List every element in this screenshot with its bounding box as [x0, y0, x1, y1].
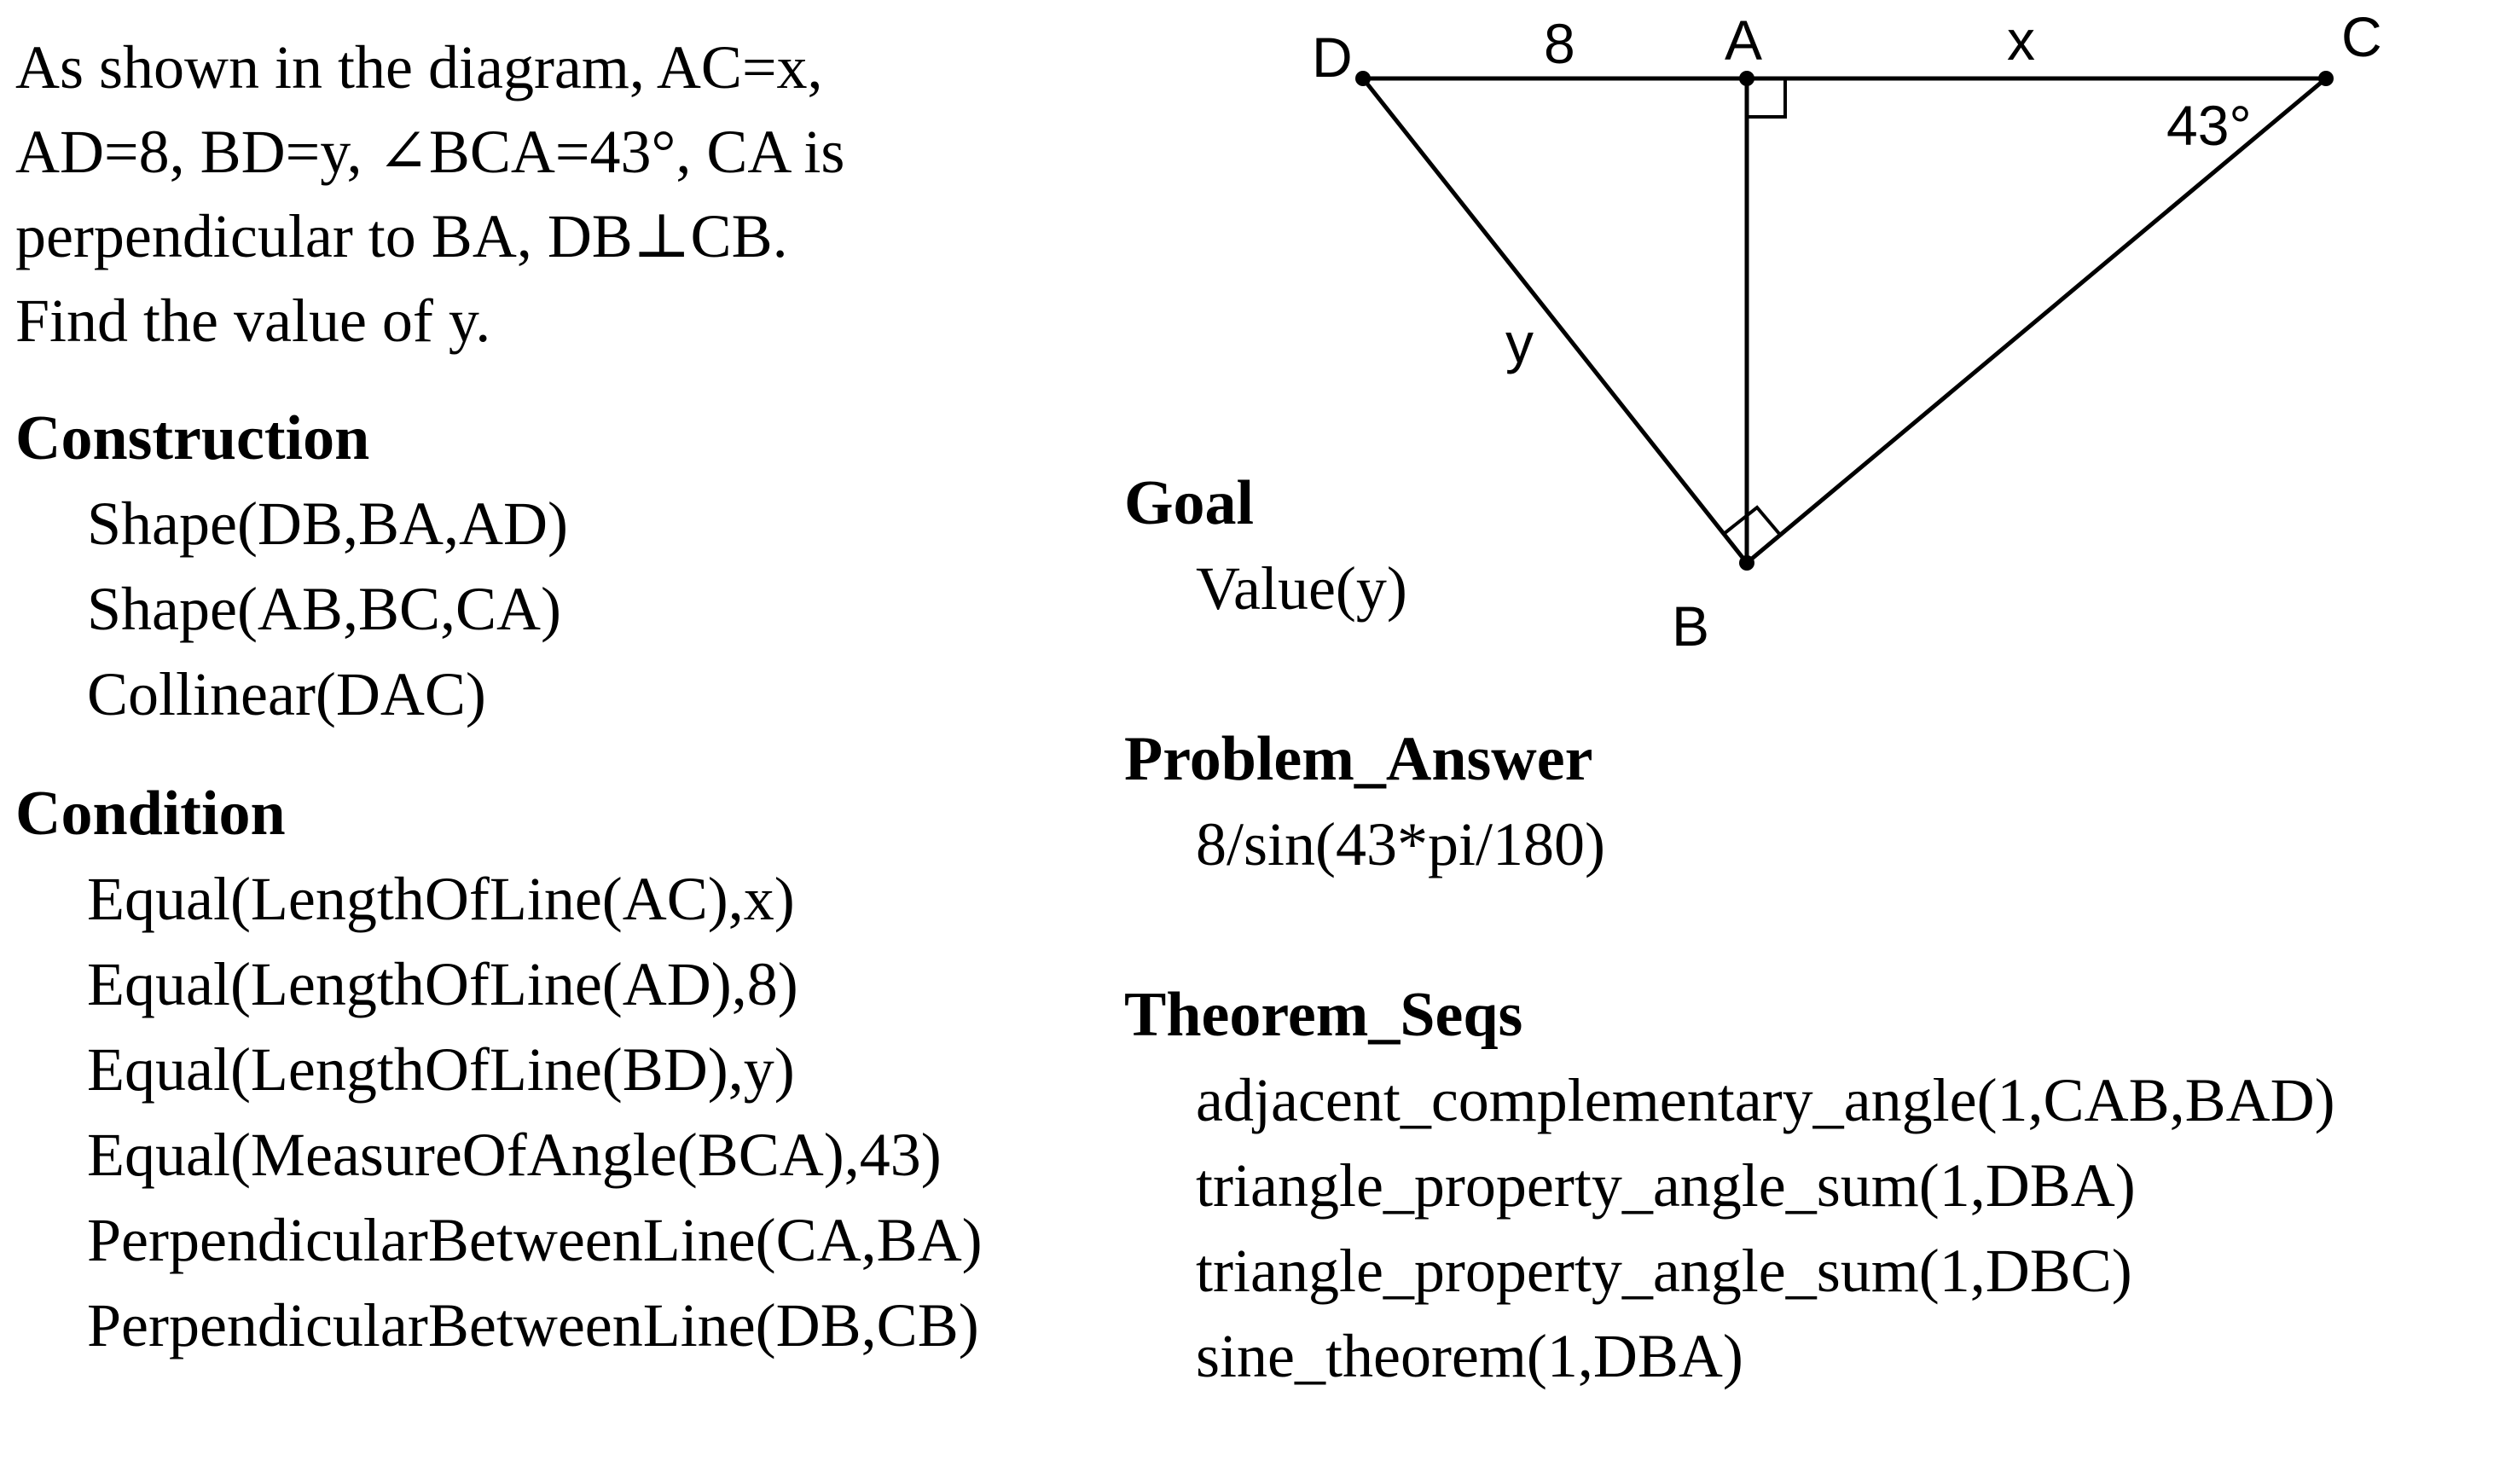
left-column: As shown in the diagram, AC=x, AD=8, BD=…	[15, 26, 1124, 1402]
segment-db	[1361, 77, 1749, 565]
theorem-section: Theorem_Seqs adjacent_complementary_angl…	[1124, 972, 2506, 1399]
theorem-item: triangle_property_angle_sum(1,DBA)	[1196, 1151, 2136, 1220]
condition-item: PerpendicularBetweenLine(CA,BA)	[87, 1206, 983, 1274]
condition-title: Condition	[15, 779, 286, 849]
condition-item: Equal(LengthOfLine(BD),y)	[87, 1035, 795, 1104]
condition-item: Equal(LengthOfLine(AC),x)	[87, 865, 795, 933]
segment-bc	[1745, 77, 2328, 565]
point-a	[1739, 71, 1754, 86]
point-label-c: C	[2341, 5, 2382, 68]
problem-statement: As shown in the diagram, AC=x, AD=8, BD=…	[15, 26, 1124, 363]
condition-item: PerpendicularBetweenLine(DB,CB)	[87, 1291, 979, 1359]
theorem-item: triangle_property_angle_sum(1,DBC)	[1196, 1237, 2132, 1305]
point-c	[2318, 71, 2334, 86]
theorem-item: sine_theorem(1,DBA)	[1196, 1322, 1743, 1390]
point-label-a: A	[1725, 9, 1762, 72]
angle-label-c: 43°	[2166, 94, 2252, 157]
answer-item: 8/sin(43*pi/180)	[1196, 810, 1605, 878]
theorem-title: Theorem_Seqs	[1124, 980, 1523, 1050]
construction-item: Collinear(DAC)	[87, 660, 486, 728]
point-label-d: D	[1312, 26, 1353, 89]
segment-label-da: 8	[1544, 12, 1575, 75]
construction-section: Construction Shape(DB,BA,AD) Shape(AB,BC…	[15, 396, 1124, 737]
condition-item: Equal(MeasureOfAngle(BCA),43)	[87, 1121, 942, 1189]
construction-item: Shape(DB,BA,AD)	[87, 490, 568, 558]
right-angle-marker-a	[1747, 78, 1787, 119]
goal-item: Value(y)	[1196, 554, 1407, 623]
right-angle-marker-b	[1722, 505, 1782, 536]
answer-title: Problem_Answer	[1124, 724, 1593, 794]
condition-section: Condition Equal(LengthOfLine(AC),x) Equa…	[15, 771, 1124, 1368]
goal-section: Goal Value(y)	[1124, 461, 2506, 631]
problem-line: Find the value of y.	[15, 287, 491, 355]
goal-title: Goal	[1124, 468, 1255, 538]
geometry-diagram: D A C B 8 x y 43°	[1312, 5, 2382, 658]
condition-item: Equal(LengthOfLine(AD),8)	[87, 950, 798, 1018]
right-column: Goal Value(y) Problem_Answer 8/sin(43*pi…	[1124, 461, 2506, 1484]
point-b	[1739, 555, 1754, 571]
answer-section: Problem_Answer 8/sin(43*pi/180)	[1124, 716, 2506, 887]
construction-title: Construction	[15, 403, 370, 473]
segment-label-ac: x	[2007, 9, 2035, 72]
construction-item: Shape(AB,BC,CA)	[87, 575, 561, 643]
point-label-b: B	[1672, 594, 1709, 658]
segment-label-db: y	[1505, 311, 1534, 374]
point-d	[1355, 71, 1371, 86]
problem-line: As shown in the diagram, AC=x,	[15, 33, 823, 101]
theorem-item: adjacent_complementary_angle(1,CAB,BAD)	[1196, 1066, 2335, 1134]
problem-line: AD=8, BD=y, ∠BCA=43°, CA is	[15, 118, 845, 186]
problem-line: perpendicular to BA, DB⊥CB.	[15, 202, 788, 270]
